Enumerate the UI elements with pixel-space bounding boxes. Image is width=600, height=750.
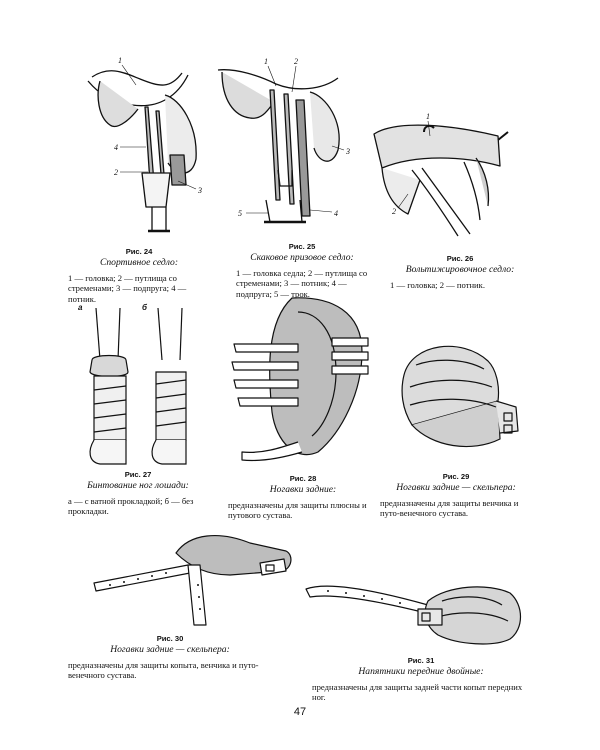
figure-31-caption: Рис. 31 Напятники передние двойные: пред… xyxy=(312,656,530,703)
figure-28-number: Рис. 28 xyxy=(289,474,317,483)
figure-30-desc: предназначены для защиты копыта, венчика… xyxy=(68,659,259,681)
label-a: а xyxy=(78,303,83,312)
label-4: 4 xyxy=(114,143,118,152)
label-1: 1 xyxy=(118,56,122,65)
figure-24-number: Рис. 24 xyxy=(125,247,153,256)
heel-boots-drawing xyxy=(305,585,522,645)
figure-27-number: Рис. 27 xyxy=(124,470,152,479)
figure-27-illustration: а б xyxy=(70,300,200,470)
figure-24-caption: Рис. 24 Спортивное седло: 1 — головка; 2… xyxy=(68,247,210,305)
label-b: б xyxy=(142,303,148,312)
label-5: 5 xyxy=(238,209,242,218)
label-1: 1 xyxy=(426,112,430,121)
figure-31-number: Рис. 31 xyxy=(407,656,435,665)
sport-saddle-drawing: 1 4 2 3 xyxy=(87,56,202,233)
figure-29-number: Рис. 29 xyxy=(442,472,470,481)
figure-25-illustration: 1 2 3 4 5 xyxy=(210,50,360,230)
label-4: 4 xyxy=(334,209,338,218)
figure-26-illustration: 1 2 xyxy=(368,110,528,245)
label-1: 1 xyxy=(264,57,268,66)
figure-29-illustration xyxy=(392,335,532,460)
figure-24-desc: 1 — головка; 2 — путлища со стременами; … xyxy=(68,272,187,304)
figure-27-title: Бинтование ног лошади: xyxy=(87,480,189,492)
label-2: 2 xyxy=(294,57,298,66)
racing-saddle-drawing: 1 2 3 4 5 xyxy=(217,57,350,224)
label-3: 3 xyxy=(197,186,202,195)
figure-30-title: Ногавки задние — скельпера: xyxy=(110,644,230,656)
figure-26-number: Рис. 26 xyxy=(446,254,474,263)
figure-28-desc: предназначены для защиты плюсны и путово… xyxy=(228,499,367,521)
skelper-strap-drawing xyxy=(93,534,292,626)
label-2: 2 xyxy=(114,168,118,177)
figure-31-desc: предназначены для защиты задней части ко… xyxy=(312,681,523,703)
figure-24-illustration: 1 4 2 3 xyxy=(70,55,220,235)
figure-28-illustration xyxy=(222,292,382,472)
figure-29-desc: предназначены для защиты венчика и путо-… xyxy=(380,497,519,519)
figure-28-title: Ногавки задние: xyxy=(269,484,337,496)
figure-26-caption: Рис. 26 Вольтижировочное седло: 1 — голо… xyxy=(390,254,530,290)
figure-31-title: Напятники передние двойные: xyxy=(358,666,484,678)
figure-25-number: Рис. 25 xyxy=(288,242,316,251)
skelper-boot-drawing xyxy=(401,345,519,448)
figure-25-desc: 1 — головка седла; 2 — путлища со стреме… xyxy=(236,267,368,299)
figure-30-caption: Рис. 30 Ногавки задние — скельпера: пред… xyxy=(68,634,272,681)
figure-25-title: Скаковое призовое седло: xyxy=(250,252,354,264)
label-3: 3 xyxy=(345,147,350,156)
figure-26-title: Вольтижировочное седло: xyxy=(405,264,515,276)
figure-27-desc: а — с ватной прокладкой; б — без проклад… xyxy=(68,495,194,517)
figure-26-desc: 1 — головка; 2 — потник. xyxy=(390,279,485,290)
figure-31-illustration xyxy=(298,575,538,655)
vaulting-saddle-drawing: 1 2 xyxy=(373,112,509,237)
figure-29-caption: Рис. 29 Ногавки задние — скельпера: пред… xyxy=(380,472,532,519)
figure-29-title: Ногавки задние — скельпера: xyxy=(396,482,516,494)
figure-30-illustration xyxy=(70,525,300,635)
figure-27-caption: Рис. 27 Бинтование ног лошади: а — с ват… xyxy=(68,470,208,517)
hind-boots-drawing xyxy=(231,297,369,462)
leg-bandaging-drawing: а б xyxy=(78,303,187,465)
figure-24-title: Спортивное седло: xyxy=(99,257,179,269)
figure-25-caption: Рис. 25 Скаковое призовое седло: 1 — гол… xyxy=(236,242,368,300)
page-number: 47 xyxy=(293,706,307,718)
label-2: 2 xyxy=(392,207,396,216)
figure-30-number: Рис. 30 xyxy=(156,634,184,643)
figure-28-caption: Рис. 28 Ногавки задние: предназначены дл… xyxy=(228,474,378,521)
